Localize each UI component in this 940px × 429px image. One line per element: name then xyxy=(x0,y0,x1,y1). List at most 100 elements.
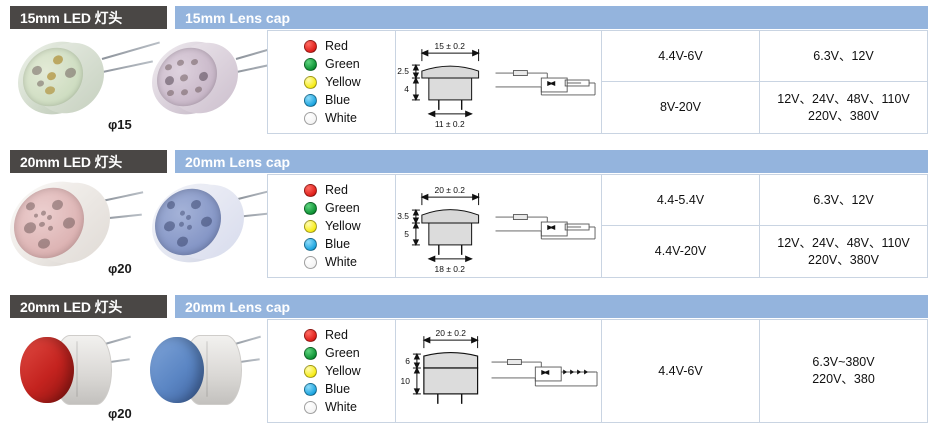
color-label: Blue xyxy=(325,93,351,107)
color-list-3: Red Green Yellow Blue xyxy=(268,320,395,416)
rated-voltage-column-3: 6.3V~380V 220V、380 xyxy=(760,320,927,422)
rated-voltage-cell: 12V、24V、48V、110V 220V、380V xyxy=(760,226,927,277)
dim-bottom-text-2: 18 ± 0.2 xyxy=(435,264,466,274)
color-column-2: Red Green Yellow Blue xyxy=(268,175,396,277)
section-header-dark-label-1: 15mm LED 灯头 xyxy=(20,9,123,26)
color-item: Blue xyxy=(304,380,395,398)
rated-voltage-value: 12V、24V、48V、110V xyxy=(777,235,910,250)
rated-voltage-cell: 6.3V~380V 220V、380 xyxy=(760,320,927,422)
color-swatch-yellow xyxy=(304,364,317,378)
color-label: Red xyxy=(325,328,348,342)
forward-voltage-column-1: 4.4V-6V 8V-20V xyxy=(602,31,760,133)
rated-voltage-column-1: 6.3V、12V 12V、24V、48V、110V 220V、380V xyxy=(760,31,927,133)
color-label: White xyxy=(325,400,357,414)
color-item: Blue xyxy=(304,235,395,253)
dimension-drawing-2: 20 ± 0.2 xyxy=(397,185,596,274)
color-label: Blue xyxy=(325,382,351,396)
color-swatch-red xyxy=(304,183,317,197)
dim-height-b-1: 4 xyxy=(404,84,409,94)
color-swatch-green xyxy=(304,346,317,360)
diameter-label-2: φ20 xyxy=(108,261,132,276)
product-image-led-15mm-green xyxy=(18,37,160,119)
dim-bottom-text-1: 11 ± 0.2 xyxy=(435,119,465,129)
section-header-dark-2: 20mm LED 灯头 xyxy=(10,150,167,173)
dimension-drawing-column-1: 15 ± 0.2 xyxy=(396,31,602,133)
product-photos-2: φ20 xyxy=(0,174,274,282)
color-label: Green xyxy=(325,346,360,360)
product-photos-1: φ15 xyxy=(0,30,294,138)
dimension-drawing-column-3: 20 ± 0.2 xyxy=(396,320,602,422)
dim-height-a-3: 6 xyxy=(405,356,410,366)
color-swatch-red xyxy=(304,39,317,53)
rated-voltage-column-2: 6.3V、12V 12V、24V、48V、110V 220V、380V xyxy=(760,175,927,277)
color-swatch-green xyxy=(304,57,317,71)
section-header-dark-3: 20mm LED 灯头 xyxy=(10,295,167,318)
color-item: Yellow xyxy=(304,73,395,91)
diameter-value-1: φ15 xyxy=(108,117,132,132)
color-swatch-green xyxy=(304,201,317,215)
color-item: Red xyxy=(304,326,395,344)
section-header-blue-1: 15mm Lens cap xyxy=(175,6,928,29)
forward-voltage-value: 8V-20V xyxy=(659,100,701,114)
color-swatch-blue xyxy=(304,93,317,107)
color-item: Red xyxy=(304,37,395,55)
rated-voltage-cell: 6.3V、12V xyxy=(760,31,927,82)
color-list-1: Red Green Yellow Blue xyxy=(268,31,395,127)
section-header-dark-label-3: 20mm LED 灯头 xyxy=(20,298,123,315)
spec-table-2: Red Green Yellow Blue xyxy=(267,174,928,278)
dim-top-text-2: 20 ± 0.2 xyxy=(435,185,466,195)
forward-voltage-value: 4.4V-6V xyxy=(658,48,703,63)
rated-voltage-value: 6.3V、12V xyxy=(813,192,874,207)
rated-voltage-value: 6.3V~380V xyxy=(812,355,875,369)
product-image-led-20mm-red-barrel xyxy=(20,333,131,411)
color-label: Green xyxy=(325,201,360,215)
section-header-blue-label-2: 20mm Lens cap xyxy=(185,153,291,170)
section-15mm: 15mm LED 灯头 15mm Lens cap xyxy=(0,0,940,140)
color-label: Green xyxy=(325,57,360,71)
dim-height-a-2: 3.5 xyxy=(397,211,409,221)
rated-voltage-value: 6.3V、12V xyxy=(813,48,874,63)
forward-voltage-value: 4.4V-20V xyxy=(654,244,707,258)
color-swatch-red xyxy=(304,328,317,342)
color-item: Blue xyxy=(304,91,395,109)
rated-voltage-cell: 6.3V、12V xyxy=(760,175,927,226)
forward-voltage-cell: 4.4V-6V xyxy=(602,320,759,422)
color-column-3: Red Green Yellow Blue xyxy=(268,320,396,422)
color-list-2: Red Green Yellow Blue xyxy=(268,175,395,271)
color-item: White xyxy=(304,398,395,416)
section-header-dark-1: 15mm LED 灯头 xyxy=(10,6,167,29)
color-item: Green xyxy=(304,199,395,217)
forward-voltage-value: 4.4-5.4V xyxy=(656,192,705,207)
color-label: Yellow xyxy=(325,219,361,233)
spec-table-3: Red Green Yellow Blue xyxy=(267,319,928,423)
product-image-led-15mm-violet xyxy=(152,37,294,119)
color-item: Yellow xyxy=(304,217,395,235)
dim-height-b-3: 10 xyxy=(401,376,411,386)
product-image-led-20mm-blue xyxy=(152,178,282,268)
color-swatch-blue xyxy=(304,237,317,251)
color-item: Green xyxy=(304,55,395,73)
product-image-led-20mm-blue-barrel xyxy=(150,333,261,411)
color-swatch-blue xyxy=(304,382,317,396)
section-header-blue-3: 20mm Lens cap xyxy=(175,295,928,318)
section-header-blue-label-3: 20mm Lens cap xyxy=(185,298,291,315)
color-label: Red xyxy=(325,39,348,53)
color-swatch-white xyxy=(304,111,317,125)
color-item: Green xyxy=(304,344,395,362)
rated-voltage-value: 220V、380 xyxy=(812,372,875,386)
color-item: Yellow xyxy=(304,362,395,380)
dimension-drawing-column-2: 20 ± 0.2 xyxy=(396,175,602,277)
color-label: Blue xyxy=(325,237,351,251)
section-header-blue-label-1: 15mm Lens cap xyxy=(185,9,291,26)
color-item: White xyxy=(304,253,395,271)
color-label: White xyxy=(325,111,357,125)
forward-voltage-column-3: 4.4V-6V xyxy=(602,320,760,422)
rated-voltage-value: 12V、24V、48V、110V xyxy=(777,91,910,106)
diameter-label-3: φ20 xyxy=(108,406,132,421)
forward-voltage-cell: 4.4V-6V xyxy=(602,31,759,82)
color-swatch-yellow xyxy=(304,75,317,89)
color-swatch-white xyxy=(304,400,317,414)
diameter-value-3: φ20 xyxy=(108,406,132,421)
rated-voltage-cell: 12V、24V、48V、110V 220V、380V xyxy=(760,82,927,133)
